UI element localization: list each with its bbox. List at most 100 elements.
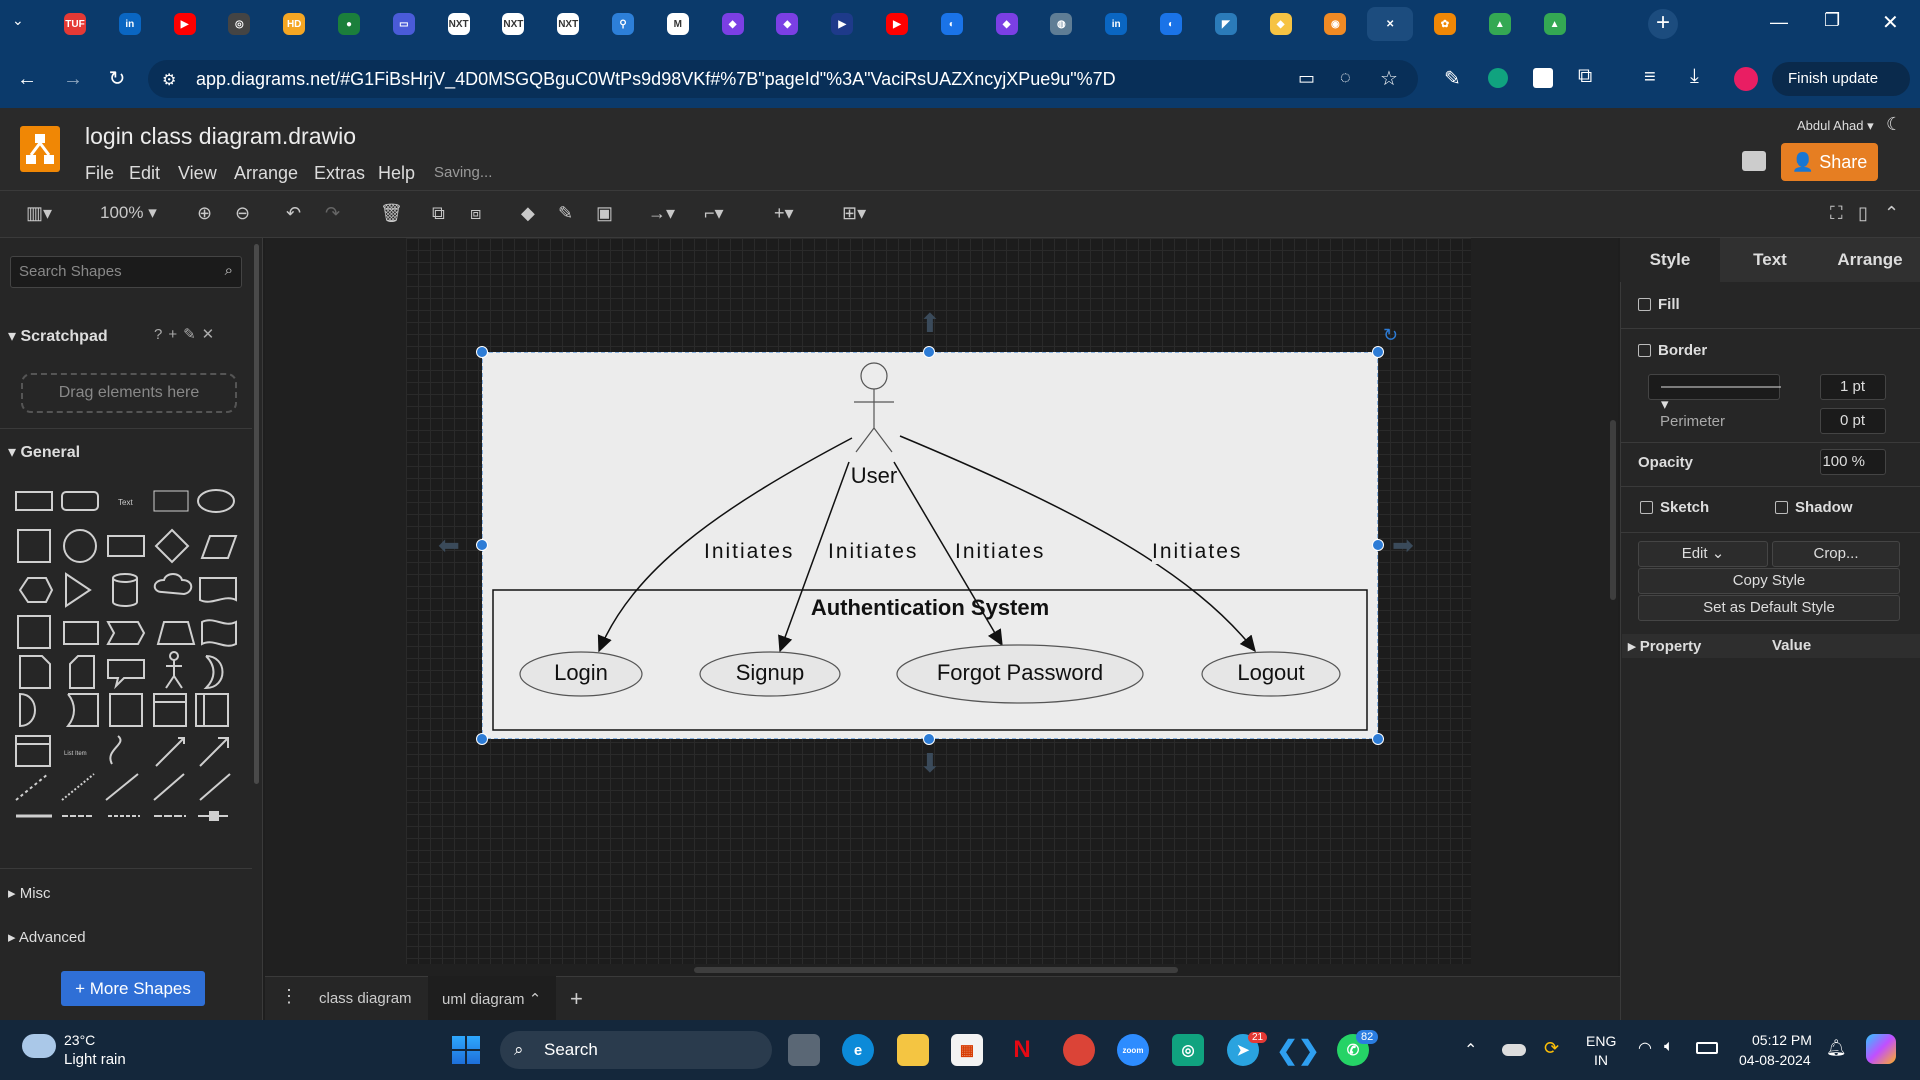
to-back-icon[interactable]: ⧈ bbox=[470, 203, 482, 223]
media-icon[interactable]: ≡ bbox=[1644, 66, 1656, 88]
tab-search-button[interactable]: ⌄ bbox=[12, 12, 24, 28]
border-checkbox[interactable]: Border bbox=[1638, 342, 1707, 359]
browser-tab[interactable]: ◆ bbox=[764, 7, 810, 41]
general-header[interactable]: ▾ General bbox=[8, 444, 81, 461]
resize-handle[interactable] bbox=[476, 346, 488, 358]
menu-extras[interactable]: Extras bbox=[314, 163, 366, 183]
insert-icon[interactable]: +▾ bbox=[774, 203, 794, 223]
browser-tab[interactable]: NXT bbox=[490, 7, 536, 41]
tray-chevron-icon[interactable]: ⌃ bbox=[1464, 1042, 1478, 1059]
connection-icon[interactable]: →▾ bbox=[648, 203, 676, 223]
misc-header[interactable]: ▸ Misc bbox=[8, 885, 51, 902]
browser-tab[interactable]: ▶ bbox=[819, 7, 865, 41]
user-menu[interactable]: Abdul Ahad ▾ bbox=[1797, 118, 1874, 133]
redo-icon[interactable]: ↷ bbox=[325, 203, 341, 223]
add-page-icon[interactable]: + bbox=[570, 986, 583, 1011]
wifi-icon[interactable]: ◠ bbox=[1638, 1040, 1652, 1057]
sync-icon[interactable]: ⟳ bbox=[1544, 1038, 1560, 1058]
border-style-select[interactable]: ―――――――― ▾ bbox=[1648, 374, 1781, 413]
netflix-icon[interactable]: N bbox=[1013, 1036, 1031, 1063]
fill-checkbox[interactable]: Fill bbox=[1638, 296, 1680, 313]
usecase-forgot-password[interactable]: Forgot Password bbox=[936, 660, 1104, 685]
edge-icon[interactable]: e bbox=[842, 1034, 874, 1066]
browser-tab[interactable]: ◉ bbox=[1312, 7, 1358, 41]
edit-dropdown[interactable]: Edit ⌄ bbox=[1638, 541, 1768, 567]
browser-tab[interactable]: NXT bbox=[436, 7, 482, 41]
clock-date[interactable]: 04-08-2024 bbox=[1739, 1052, 1811, 1068]
resize-handle[interactable] bbox=[923, 733, 935, 745]
document-title[interactable]: login class diagram.drawio bbox=[85, 123, 357, 149]
delete-icon[interactable]: 🗑 bbox=[380, 203, 403, 223]
scratchpad-header[interactable]: ▾ Scratchpad bbox=[8, 328, 108, 345]
search-shapes-input[interactable]: Search Shapes⌕ bbox=[10, 256, 242, 288]
usecase-logout[interactable]: Logout bbox=[1237, 660, 1305, 685]
reload-icon[interactable]: ↻ bbox=[108, 68, 126, 90]
task-view-icon[interactable] bbox=[788, 1034, 820, 1066]
fullscreen-icon[interactable]: ⛶ bbox=[1830, 203, 1843, 223]
browser-tab[interactable]: ● bbox=[326, 7, 372, 41]
page-tab-uml-diagram[interactable]: uml diagram ⌃ bbox=[442, 990, 541, 1008]
pen-icon[interactable]: ✎ bbox=[1444, 68, 1461, 90]
browser-tab[interactable]: in bbox=[1093, 7, 1139, 41]
resize-handle[interactable] bbox=[476, 733, 488, 745]
store-icon[interactable]: ▦ bbox=[951, 1034, 983, 1066]
page-tab-uml-diagram-active[interactable] bbox=[428, 976, 556, 1020]
drag-drop-zone[interactable]: Drag elements here bbox=[21, 373, 237, 413]
border-width-input[interactable]: 1 pt bbox=[1820, 374, 1886, 400]
browser-tab[interactable]: ◆ bbox=[710, 7, 756, 41]
table-icon[interactable]: ⊞▾ bbox=[842, 203, 867, 223]
panel-toggle-icon[interactable]: ▯ bbox=[1858, 203, 1868, 223]
format-panel-icon[interactable]: ▥▾ bbox=[26, 203, 53, 223]
set-default-style-button[interactable]: Set as Default Style bbox=[1638, 595, 1900, 621]
language-line2[interactable]: IN bbox=[1594, 1052, 1608, 1068]
browser-tab[interactable]: ◤ bbox=[1203, 7, 1249, 41]
browser-tab[interactable]: ✿ bbox=[1422, 7, 1468, 41]
menu-file[interactable]: File bbox=[85, 163, 115, 183]
omnibox[interactable] bbox=[148, 60, 1418, 98]
resize-handle[interactable] bbox=[1372, 539, 1384, 551]
shadow-icon[interactable]: ▣ bbox=[596, 203, 614, 223]
forward-icon[interactable]: → bbox=[63, 68, 83, 90]
start-icon[interactable] bbox=[452, 1036, 480, 1064]
browser-tab[interactable]: TUF bbox=[52, 7, 98, 41]
moon-icon[interactable]: ☾ bbox=[1886, 114, 1903, 134]
waypoints-icon[interactable]: ⌐▾ bbox=[704, 203, 724, 223]
weather-icon[interactable] bbox=[22, 1034, 56, 1058]
notification-bell-icon[interactable]: 🔔︎ bbox=[1826, 1040, 1847, 1057]
browser-tab[interactable]: ▶ bbox=[874, 7, 920, 41]
download-icon[interactable]: ⤓ bbox=[1690, 65, 1699, 87]
pages-menu-icon[interactable]: ⋮ bbox=[280, 986, 298, 1006]
clone-arrow-right-icon[interactable]: ➡ bbox=[1392, 530, 1414, 560]
clock-time[interactable]: 05:12 PM bbox=[1752, 1032, 1812, 1048]
clone-arrow-up-icon[interactable]: ⬆ bbox=[919, 308, 941, 338]
browser-tab[interactable]: ▭ bbox=[381, 7, 427, 41]
url-text[interactable]: app.diagrams.net/#G1FiBsHrjV_4D0MSGQBguC… bbox=[196, 69, 1116, 89]
browser-tab[interactable]: HD bbox=[271, 7, 317, 41]
clone-arrow-down-icon[interactable]: ⬇ bbox=[919, 748, 941, 778]
advanced-header[interactable]: ▸ Advanced bbox=[8, 929, 86, 946]
zoom-select[interactable]: 100% ▾ bbox=[100, 203, 157, 222]
comments-icon[interactable] bbox=[1742, 151, 1766, 171]
onedrive-icon[interactable] bbox=[1502, 1044, 1526, 1056]
browser-tab[interactable]: ◐ bbox=[929, 7, 975, 41]
restore-icon[interactable]: ❐ bbox=[1824, 10, 1841, 30]
copy-style-button[interactable]: Copy Style bbox=[1638, 568, 1900, 594]
browser-tab[interactable]: ◆ bbox=[1258, 7, 1304, 41]
zoom-icon[interactable]: zoom bbox=[1117, 1034, 1149, 1066]
window-close-icon[interactable]: ✕ bbox=[1882, 12, 1899, 34]
browser-tab[interactable]: ⚲ bbox=[600, 7, 646, 41]
menu-arrange[interactable]: Arrange bbox=[234, 163, 299, 183]
scratchpad-actions[interactable]: ?+✎✕ bbox=[154, 326, 221, 343]
minimize-icon[interactable]: — bbox=[1770, 12, 1788, 32]
use-case-diagram[interactable]: User Initiates Initiates Initiates Initi… bbox=[482, 352, 1378, 739]
browser-tab[interactable]: in bbox=[107, 7, 153, 41]
undo-icon[interactable]: ↶ bbox=[286, 203, 302, 223]
menu-help[interactable]: Help bbox=[378, 163, 416, 183]
usecase-login[interactable]: Login bbox=[554, 660, 608, 685]
star-icon[interactable]: ☆ bbox=[1380, 68, 1398, 90]
left-scrollbar[interactable] bbox=[254, 244, 259, 784]
clone-arrow-left-icon[interactable]: ⬅ bbox=[438, 530, 460, 560]
puzzle-icon[interactable]: ⧉ bbox=[1578, 65, 1593, 87]
horizontal-scrollbar[interactable] bbox=[694, 967, 1178, 973]
chatgpt-icon[interactable]: ◎ bbox=[1172, 1034, 1204, 1066]
